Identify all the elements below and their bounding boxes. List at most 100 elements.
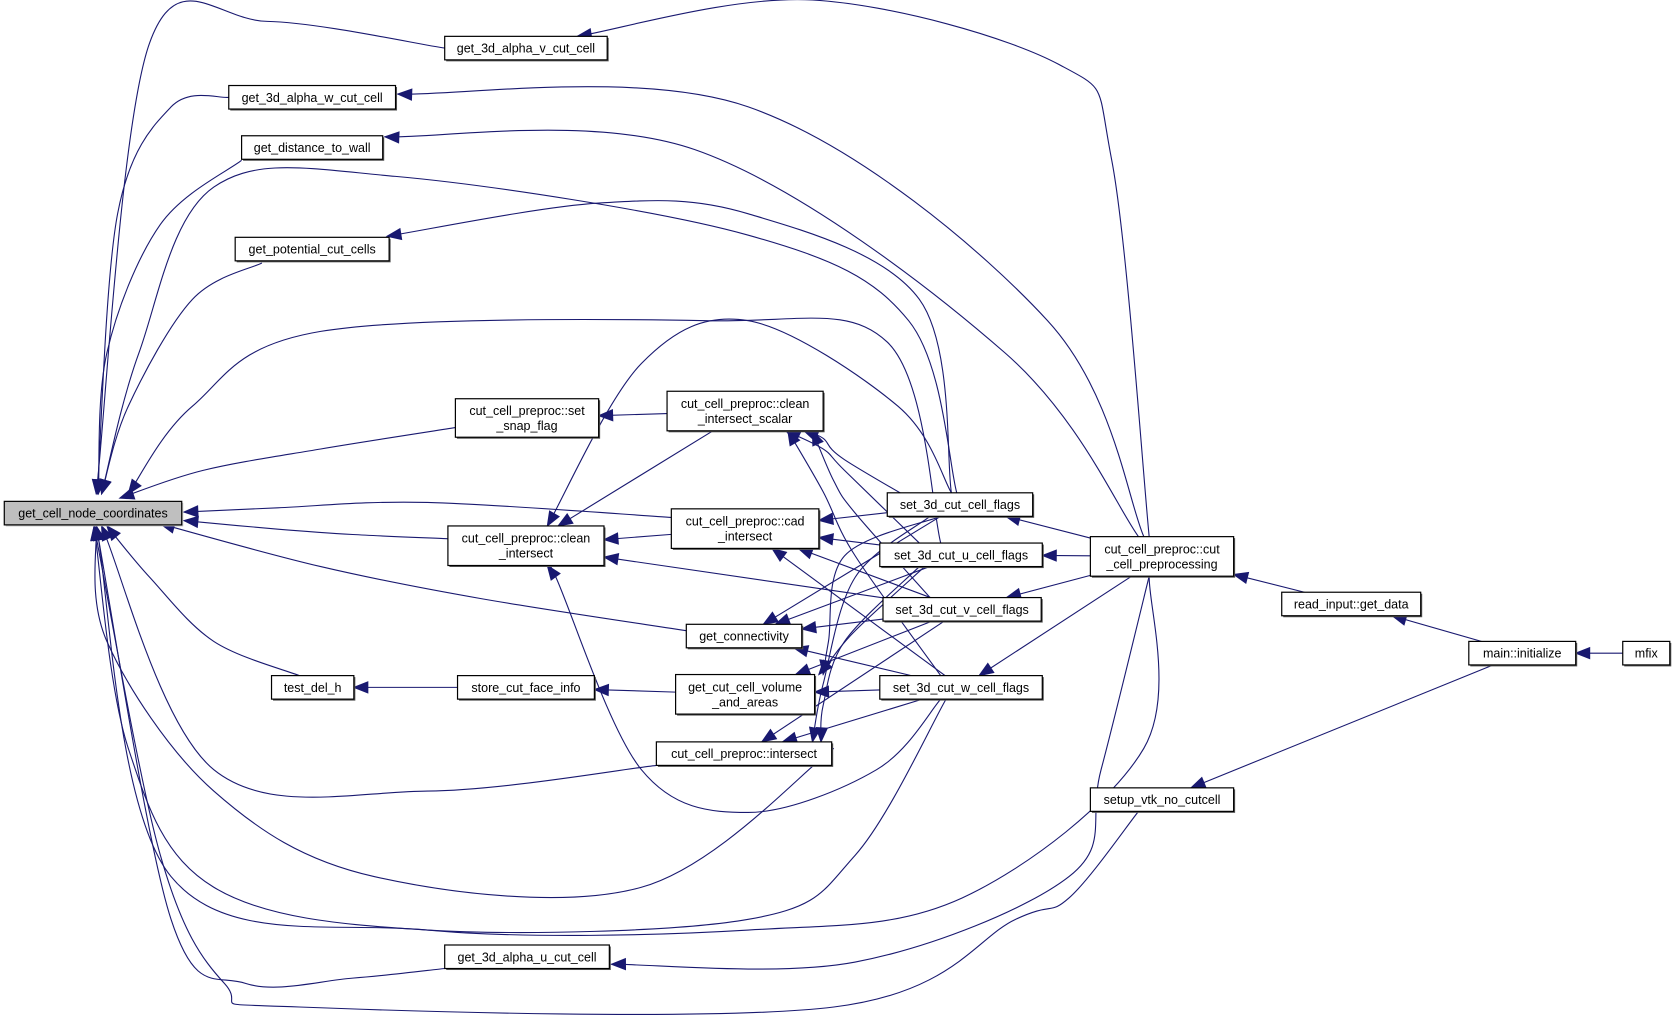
edge-line: [1190, 664, 1494, 789]
edge-s3c-to-pot: [385, 200, 952, 493]
edge-dist-to-root: [93, 159, 242, 496]
node-label: set_3d_cut_w_cell_flags: [893, 681, 1029, 695]
node-s3v[interactable]: set_3d_cut_v_cell_flags: [882, 596, 1043, 623]
edge-line: [160, 523, 687, 632]
edge-ccp-to-dist: [383, 129, 1139, 537]
edge-a3u-to-root: [92, 524, 445, 988]
node-s3u[interactable]: set_3d_cut_u_cell_flags: [879, 542, 1044, 569]
node-box[interactable]: [454, 398, 600, 438]
node-rgd[interactable]: read_input::get_data: [1281, 591, 1423, 618]
edge-inter-to-root: [100, 524, 657, 798]
edge-line: [611, 576, 1150, 970]
edge-line: [384, 129, 1139, 537]
node-vtk[interactable]: setup_vtk_no_cutcell: [1089, 787, 1236, 813]
edge-line: [775, 566, 930, 625]
node-mfix[interactable]: mfix: [1622, 640, 1672, 667]
node-box[interactable]: [444, 944, 610, 970]
arrowhead-icon: [127, 478, 142, 495]
node-box[interactable]: [456, 675, 595, 700]
arrowhead-icon: [817, 533, 834, 546]
arrowhead-icon: [760, 728, 778, 743]
node-tdh[interactable]: test_del_h: [270, 675, 356, 701]
edge-line: [978, 575, 1132, 677]
node-box[interactable]: [685, 623, 803, 649]
edge-line: [771, 547, 946, 677]
node-vol[interactable]: get_cut_cell_volume_and_areas: [675, 673, 817, 716]
node-box[interactable]: [234, 236, 390, 262]
node-label: get_3d_alpha_w_cut_cell: [242, 91, 383, 105]
node-a3v[interactable]: get_3d_alpha_v_cut_cell: [444, 35, 609, 62]
node-label: get_cut_cell_volume: [688, 680, 802, 694]
edge-s3c-to-ci: [546, 318, 952, 528]
node-label: set_3d_cut_u_cell_flags: [894, 548, 1028, 562]
edge-cis-to-ci: [556, 430, 714, 527]
edge-line: [546, 318, 952, 527]
node-box[interactable]: [879, 675, 1043, 700]
node-ccp[interactable]: cut_cell_preproc::cut_cell_preprocessing: [1089, 536, 1236, 578]
node-box[interactable]: [228, 84, 397, 110]
edge-line: [93, 525, 1139, 1016]
edge-cad-to-root: [182, 501, 672, 518]
node-box[interactable]: [879, 542, 1043, 568]
node-dist[interactable]: get_distance_to_wall: [240, 135, 385, 161]
node-scfi[interactable]: store_cut_face_info: [456, 675, 596, 701]
node-root[interactable]: get_cell_node_coordinates: [3, 500, 184, 527]
node-box[interactable]: [1089, 787, 1235, 812]
node-box[interactable]: [444, 35, 608, 61]
node-cad[interactable]: cut_cell_preproc::cad_intersect: [670, 508, 821, 550]
node-label: get_3d_alpha_u_cut_cell: [458, 950, 597, 964]
node-cis[interactable]: cut_cell_preproc::clean_intersect_scalar: [666, 390, 825, 433]
edge-s3w-to-cis: [787, 429, 942, 676]
node-box[interactable]: [882, 596, 1042, 622]
edge-line: [95, 525, 1160, 937]
node-inter[interactable]: cut_cell_preproc::intersect: [655, 741, 834, 767]
arrowhead-icon: [800, 621, 817, 634]
edge-line: [577, 0, 1150, 537]
node-a3w[interactable]: get_3d_alpha_w_cut_cell: [228, 84, 398, 111]
edge-s3w-to-conn: [792, 645, 912, 677]
edges-layer: [90, 0, 1623, 1016]
edge-line: [127, 317, 942, 544]
node-box[interactable]: [675, 673, 816, 715]
node-box[interactable]: [1468, 640, 1577, 666]
node-box[interactable]: [886, 492, 1034, 517]
edge-line: [101, 167, 958, 495]
node-ci[interactable]: cut_cell_preproc::clean_intersect: [447, 525, 606, 568]
node-box[interactable]: [447, 525, 605, 567]
edge-line: [793, 647, 912, 677]
node-s3c[interactable]: set_3d_cut_cell_flags: [886, 492, 1035, 518]
node-box[interactable]: [240, 135, 384, 160]
edge-init-to-rgd: [1390, 613, 1482, 642]
arrowhead-icon: [1040, 549, 1057, 562]
node-pot[interactable]: get_potential_cut_cells: [234, 236, 391, 263]
node-conn[interactable]: get_connectivity: [685, 623, 804, 650]
node-box[interactable]: [1089, 536, 1235, 577]
node-box[interactable]: [270, 675, 355, 700]
edge-line: [95, 525, 445, 988]
node-box[interactable]: [1281, 591, 1422, 617]
node-label: cut_cell_preproc::cut: [1104, 542, 1220, 556]
node-label: _intersect_scalar: [697, 412, 793, 426]
arrowhead-icon: [546, 564, 561, 581]
node-box[interactable]: [3, 500, 183, 526]
node-init[interactable]: main::initialize: [1468, 640, 1578, 667]
edge-line: [545, 558, 942, 813]
arrowhead-icon: [602, 532, 619, 545]
node-box[interactable]: [666, 390, 824, 432]
edge-line: [96, 94, 229, 494]
node-s3w[interactable]: set_3d_cut_w_cell_flags: [879, 675, 1044, 701]
edge-line: [761, 620, 945, 743]
edge-s3u-to-cad: [817, 533, 880, 546]
node-label: cut_cell_preproc::clean: [681, 397, 810, 411]
node-box[interactable]: [670, 508, 820, 549]
edge-line: [1391, 615, 1482, 642]
node-box[interactable]: [1622, 640, 1671, 666]
node-box[interactable]: [655, 741, 833, 767]
edge-cis-to-snap: [597, 409, 668, 422]
edge-line: [820, 566, 920, 742]
node-a3u[interactable]: get_3d_alpha_u_cut_cell: [444, 944, 611, 971]
node-snap[interactable]: cut_cell_preproc::set_snap_flag: [454, 398, 601, 439]
arrowhead-icon: [352, 681, 369, 694]
arrowhead-icon: [610, 957, 627, 971]
